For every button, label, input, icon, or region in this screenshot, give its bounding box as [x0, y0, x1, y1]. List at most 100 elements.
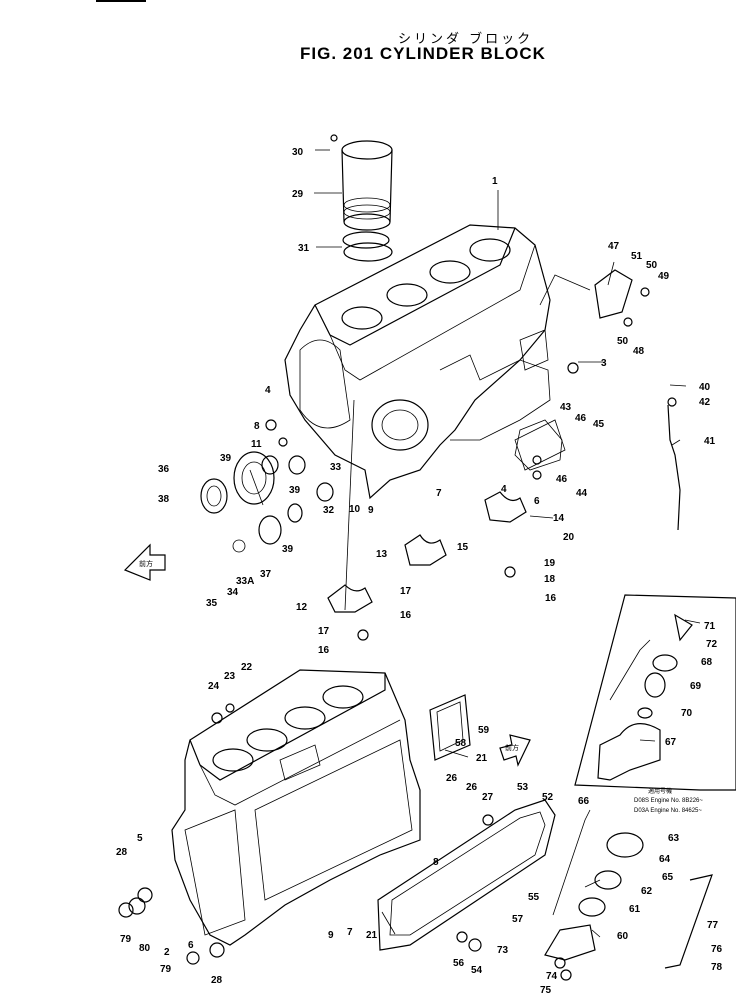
callout-30: 30 [292, 147, 304, 158]
callout-74: 74 [546, 971, 558, 982]
callout-65: 65 [662, 872, 674, 883]
callout-6a: 6 [534, 496, 540, 507]
callout-36: 36 [158, 464, 170, 475]
callout-75: 75 [540, 985, 552, 993]
callout-77: 77 [707, 920, 719, 931]
callout-48: 48 [633, 346, 645, 357]
callout-17a: 17 [400, 586, 412, 597]
callout-29: 29 [292, 189, 304, 200]
callout-27: 27 [482, 792, 494, 803]
callout-68: 68 [701, 657, 713, 668]
callout-16b: 16 [400, 610, 412, 621]
callout-13: 13 [376, 549, 388, 560]
callout-46b: 46 [556, 474, 568, 485]
callout-66: 66 [578, 796, 590, 807]
callout-50b: 50 [617, 336, 629, 347]
inset-note-line1: D08S Engine No. 8B226~ [634, 798, 703, 804]
callout-20: 20 [563, 532, 575, 543]
callout-8b: 8 [433, 857, 439, 868]
callout-55: 55 [528, 892, 540, 903]
callout-53: 53 [517, 782, 529, 793]
callout-79b: 79 [160, 964, 172, 975]
callout-40: 40 [699, 382, 711, 393]
callout-50a: 50 [646, 260, 658, 271]
callout-49: 49 [658, 271, 670, 282]
callout-4a: 4 [265, 385, 271, 396]
figure-title-japanese: シリンダ ブロック [398, 32, 534, 47]
dipstick-tube [667, 404, 681, 531]
callout-72: 72 [706, 639, 718, 650]
main-bearing-caps [327, 419, 563, 613]
callout-16c: 16 [318, 645, 330, 656]
callout-10: 10 [349, 504, 361, 515]
callout-46a: 46 [575, 413, 587, 424]
callout-62: 62 [641, 886, 653, 897]
callout-18: 18 [544, 574, 556, 585]
callout-21a: 21 [476, 753, 488, 764]
callout-6b: 6 [188, 940, 194, 951]
callout-31: 31 [298, 243, 310, 254]
callout-47: 47 [608, 241, 620, 252]
front-arrow-lower-label: 前方 [505, 743, 519, 752]
callout-28b: 28 [211, 975, 223, 986]
callout-8a: 8 [254, 421, 260, 432]
leader-lines [249, 149, 701, 938]
callout-7a: 7 [436, 488, 442, 499]
callout-33: 33 [330, 462, 342, 473]
callout-64: 64 [659, 854, 671, 865]
callout-39b: 39 [289, 485, 301, 496]
callout-78: 78 [711, 962, 723, 973]
front-arrow-upper [123, 543, 166, 581]
callout-22: 22 [241, 662, 253, 673]
callout-79a: 79 [120, 934, 132, 945]
callout-76: 76 [711, 944, 723, 955]
upper-cylinder-block [284, 224, 566, 500]
filler-neck-group [544, 809, 713, 969]
callout-43: 43 [560, 402, 572, 413]
callout-23: 23 [224, 671, 236, 682]
callout-34: 34 [227, 587, 239, 598]
cover-plate-58-inner [436, 701, 464, 752]
figure-title: FIG. 201 CYLINDER BLOCK [300, 44, 546, 63]
callout-37: 37 [260, 569, 272, 580]
callout-2: 2 [164, 947, 170, 958]
callout-73: 73 [497, 945, 509, 956]
callout-33a: 33A [236, 576, 254, 587]
cover-plate-58 [429, 694, 471, 761]
front-arrow-upper-label: 前方 [139, 559, 153, 568]
callout-24: 24 [208, 681, 220, 692]
callout-7b: 7 [347, 927, 353, 938]
callout-69: 69 [690, 681, 702, 692]
inset-note-heading: 適用号機 [648, 787, 672, 795]
callout-63: 63 [668, 833, 680, 844]
callout-71: 71 [704, 621, 716, 632]
cylinder-liner [341, 140, 393, 231]
callout-9b: 9 [328, 930, 334, 941]
gear-train [200, 451, 334, 553]
lower-cylinder-block [171, 669, 421, 946]
callout-80: 80 [139, 943, 151, 954]
callout-44: 44 [576, 488, 588, 499]
callout-19: 19 [544, 558, 556, 569]
callout-4b: 4 [501, 484, 507, 495]
callout-60: 60 [617, 931, 629, 942]
callout-42: 42 [699, 397, 711, 408]
callout-59: 59 [478, 725, 490, 736]
callout-15: 15 [457, 542, 469, 553]
callout-56: 56 [453, 958, 465, 969]
callout-26a: 26 [446, 773, 458, 784]
callout-11: 11 [251, 439, 262, 450]
bracket-47 [594, 269, 633, 319]
callout-39a: 39 [220, 453, 232, 464]
front-arrow-lower [499, 734, 531, 767]
callout-58: 58 [455, 738, 467, 749]
callout-5: 5 [137, 833, 143, 844]
callout-1: 1 [492, 176, 498, 187]
callout-54: 54 [471, 965, 483, 976]
callout-61: 61 [629, 904, 641, 915]
callout-35: 35 [206, 598, 218, 609]
inset-note-line2: D03A Engine No. 84625~ [634, 808, 702, 814]
oil-filler-inset [574, 594, 736, 791]
small-hardware [118, 287, 677, 981]
